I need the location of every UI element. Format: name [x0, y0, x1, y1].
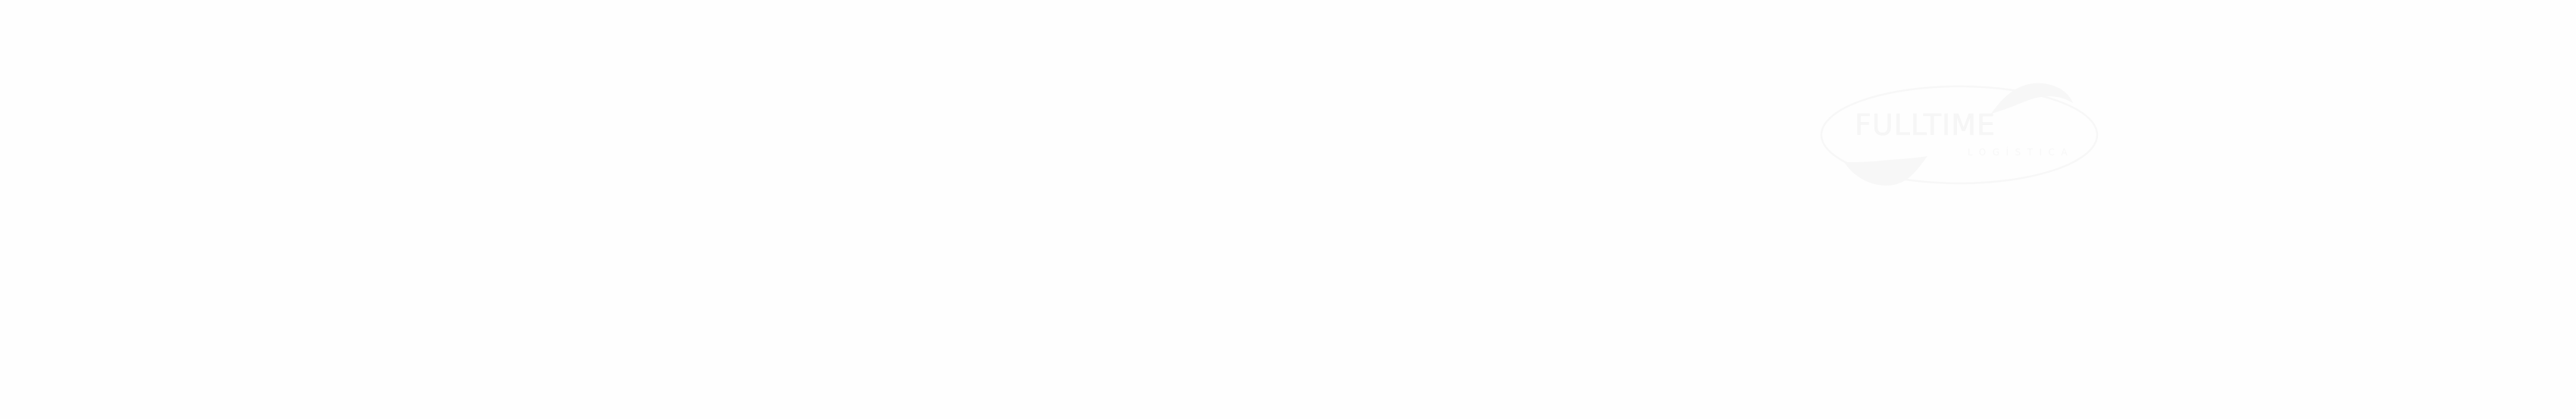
company-logo-watermark: FULLTIME LOGÍSTICA: [1818, 73, 2100, 192]
swoosh-ellipse-icon: [1820, 83, 2099, 186]
logo-subtitle: LOGÍSTICA: [1968, 147, 2074, 158]
logo-title: FULLTIME: [1855, 108, 1996, 142]
